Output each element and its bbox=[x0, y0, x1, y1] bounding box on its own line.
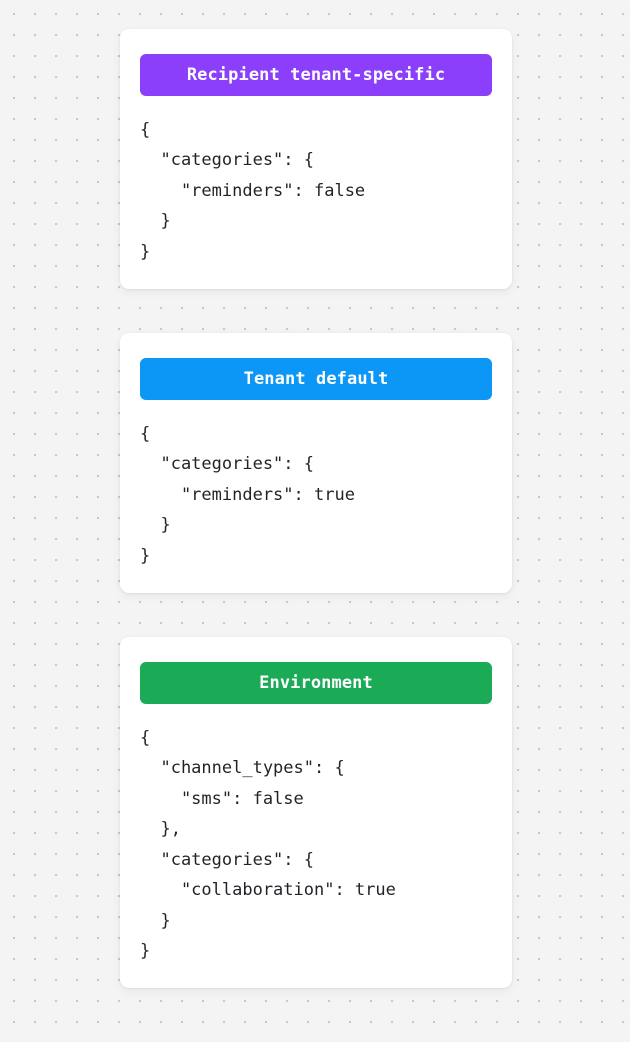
preference-card-tenant-default: Tenant default { "categories": { "remind… bbox=[120, 333, 512, 594]
preference-card-environment: Environment { "channel_types": { "sms": … bbox=[120, 637, 512, 989]
card-badge-recipient-tenant-specific: Recipient tenant-specific bbox=[140, 54, 492, 96]
card-badge-tenant-default: Tenant default bbox=[140, 358, 492, 401]
card-badge-environment: Environment bbox=[140, 662, 492, 705]
card-code-recipient-tenant-specific: { "categories": { "reminders": false } } bbox=[140, 120, 366, 262]
card-code-tenant-default: { "categories": { "reminders": true } } bbox=[140, 424, 355, 566]
card-code-environment: { "channel_types": { "sms": false }, "ca… bbox=[140, 728, 396, 961]
preference-card-recipient-tenant-specific: Recipient tenant-specific { "categories"… bbox=[120, 29, 512, 290]
